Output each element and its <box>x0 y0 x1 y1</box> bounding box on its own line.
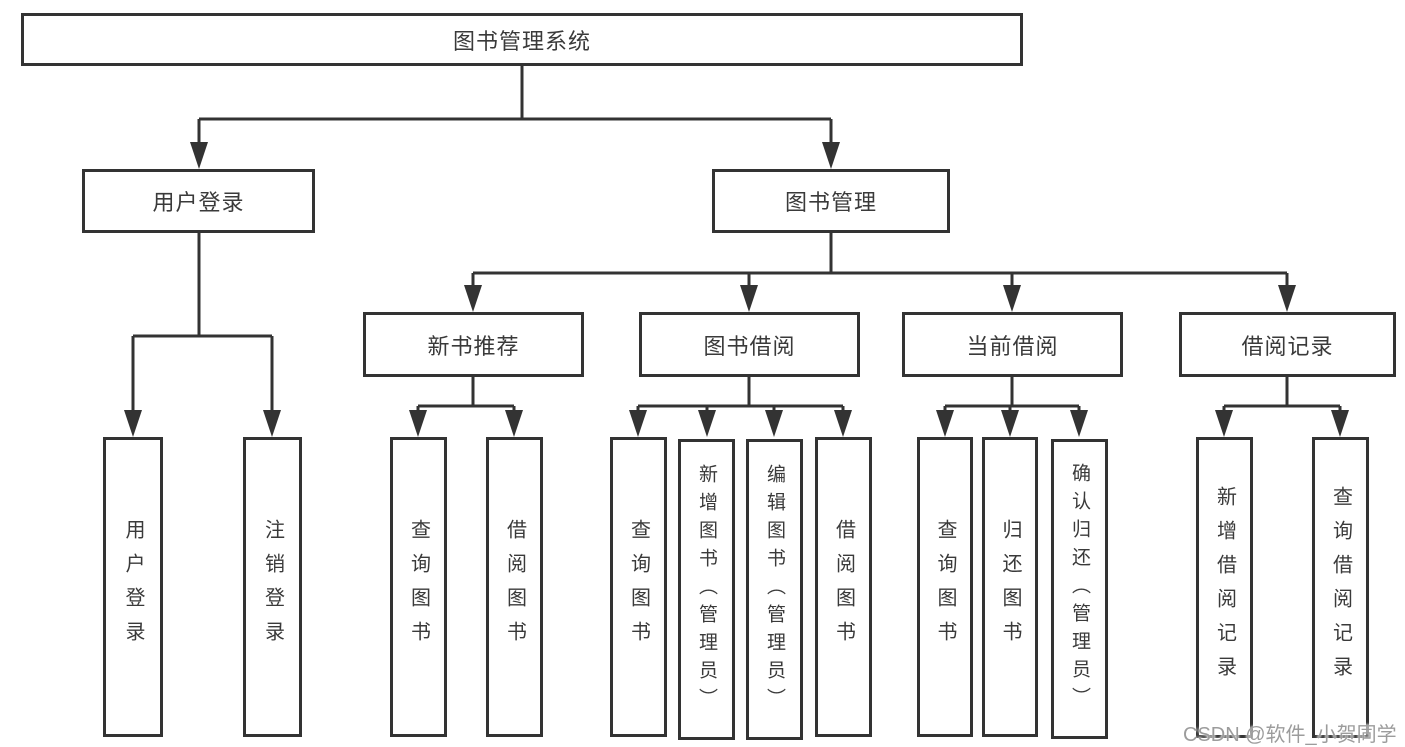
leaf-user-login: 用户登录 <box>103 437 163 737</box>
leaf-return-books: 归还图书 <box>982 437 1038 737</box>
node-label: 新增借阅记录 <box>1213 485 1236 690</box>
node-new-book-recommendation: 新书推荐 <box>363 312 584 377</box>
connector-current-borrow <box>943 377 1081 415</box>
node-label: 查询图书 <box>407 519 430 655</box>
arrow-icon <box>936 410 954 437</box>
arrow-icon <box>1001 410 1019 437</box>
arrow-icon <box>629 410 647 437</box>
arrow-icon <box>740 285 758 312</box>
arrow-icon <box>263 410 281 437</box>
leaf-query-books-cb: 查询图书 <box>917 437 973 737</box>
connector-book-mgmt <box>471 233 1289 292</box>
leaf-confirm-return-admin: 确认归还（管理员） <box>1051 439 1108 739</box>
leaf-borrow-books-bb: 借阅图书 <box>815 437 872 737</box>
arrow-icon <box>190 142 208 169</box>
node-label: 借阅图书 <box>832 519 855 655</box>
arrow-icon <box>698 410 716 437</box>
node-user-login: 用户登录 <box>82 169 315 233</box>
arrow-icon <box>822 142 840 169</box>
leaf-add-books-admin: 新增图书（管理员） <box>678 439 735 740</box>
node-label: 查询图书 <box>934 519 956 655</box>
node-label: 当前借阅 <box>966 333 1059 359</box>
arrow-icon <box>1215 410 1233 437</box>
node-label: 借阅记录 <box>1241 333 1334 359</box>
arrow-icon <box>409 410 427 437</box>
node-label: 图书管理系统 <box>452 28 591 54</box>
node-label: 确认归还（管理员） <box>1069 463 1090 715</box>
leaf-logout: 注销登录 <box>243 437 302 737</box>
node-label: 查询图书 <box>627 519 650 655</box>
leaf-borrow-books-rec: 借阅图书 <box>486 437 543 737</box>
arrow-icon <box>1331 410 1349 437</box>
node-book-management-system: 图书管理系统 <box>21 13 1023 66</box>
leaf-query-borrow-record: 查询借阅记录 <box>1312 437 1369 738</box>
node-label: 图书借阅 <box>703 333 796 359</box>
node-borrowing-records: 借阅记录 <box>1179 312 1396 377</box>
arrow-icon <box>505 410 523 437</box>
leaf-query-books-rec: 查询图书 <box>390 437 447 737</box>
node-label: 图书管理 <box>784 190 877 215</box>
node-current-borrowing: 当前借阅 <box>902 312 1123 377</box>
leaf-query-books-bb: 查询图书 <box>610 437 667 737</box>
connector-book-borrow <box>636 377 845 415</box>
arrow-icon <box>124 410 142 437</box>
connector-new-book-rec <box>416 377 516 415</box>
arrow-icon <box>1070 410 1088 437</box>
node-label: 新增图书（管理员） <box>696 463 717 716</box>
arrow-icon <box>765 410 783 437</box>
node-label: 查询借阅记录 <box>1329 485 1352 690</box>
csdn-watermark: CSDN @软件_小贺同学 <box>1183 724 1397 746</box>
node-label: 编辑图书（管理员） <box>764 463 785 716</box>
arrow-icon <box>1278 285 1296 312</box>
node-label: 注销登录 <box>261 519 284 655</box>
node-label: 用户登录 <box>152 190 245 215</box>
node-book-management: 图书管理 <box>712 169 950 233</box>
arrow-icon <box>834 410 852 437</box>
node-label: 归还图书 <box>999 519 1021 655</box>
node-book-borrowing: 图书借阅 <box>639 312 860 377</box>
leaf-edit-books-admin: 编辑图书（管理员） <box>746 439 803 740</box>
arrowheads <box>124 142 1349 437</box>
connector-borrow-record <box>1222 377 1342 415</box>
node-label: 用户登录 <box>122 519 144 655</box>
arrow-icon <box>1003 285 1021 312</box>
connector-user-login <box>131 233 274 415</box>
connector-root <box>197 66 833 145</box>
arrow-icon <box>464 285 482 312</box>
node-label: 新书推荐 <box>427 333 520 359</box>
leaf-add-borrow-record: 新增借阅记录 <box>1196 437 1253 738</box>
node-label: 借阅图书 <box>503 519 526 655</box>
